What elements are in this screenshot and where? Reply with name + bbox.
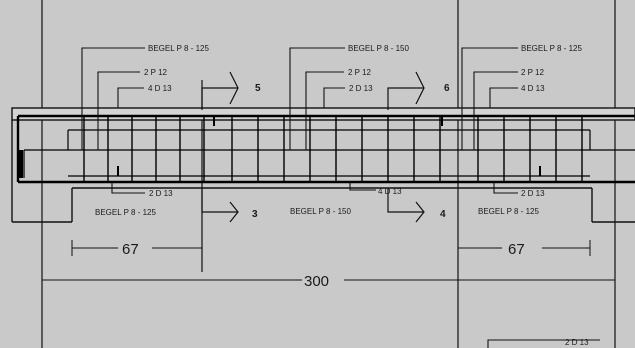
section-cuts	[201, 71, 425, 223]
section-5-label: 5	[255, 83, 261, 94]
bar-ticks	[117, 116, 541, 176]
dimension-total-span: 300	[304, 273, 329, 290]
top-leaders	[81, 47, 518, 150]
section-3-label: 3	[252, 209, 258, 220]
label-top-left-stirrup: BEGEL P 8 - 125	[148, 44, 209, 53]
label-top-mid-bars: 2 D 13	[349, 84, 373, 93]
label-bot-left-stirrup: BEGEL P 8 - 125	[95, 208, 156, 217]
label-bot-mid-stirrup: BEGEL P 8 - 150	[290, 207, 351, 216]
label-top-right-stirrup: BEGEL P 8 - 125	[521, 44, 582, 53]
label-top-left-tie: 2 P 12	[144, 68, 168, 77]
dimension-lines	[41, 240, 616, 288]
bar-end-marker	[19, 150, 23, 178]
section-4-label: 4	[440, 209, 446, 220]
label-top-mid-stirrup: BEGEL P 8 - 150	[348, 44, 409, 53]
label-bot-left-bars: 2 D 13	[149, 189, 173, 198]
label-top-left-bars: 4 D 13	[148, 84, 172, 93]
label-bot-mid-bars: 4 D 13	[378, 187, 402, 196]
dimension-right-span: 67	[508, 241, 525, 258]
label-bot-right-stirrup: BEGEL P 8 - 125	[478, 207, 539, 216]
label-bot-right-bars: 2 D 13	[521, 189, 545, 198]
beam-outline	[11, 107, 635, 223]
label-corner-bars: 2 D 13	[565, 338, 589, 347]
stirrups	[83, 116, 583, 182]
section-6-label: 6	[444, 83, 450, 94]
dimension-left-span: 67	[122, 241, 139, 258]
longitudinal-bars	[16, 114, 635, 184]
label-top-right-bars: 4 D 13	[521, 84, 545, 93]
bottom-leaders	[111, 182, 600, 348]
label-top-right-tie: 2 P 12	[521, 68, 545, 77]
label-top-mid-tie: 2 P 12	[348, 68, 372, 77]
